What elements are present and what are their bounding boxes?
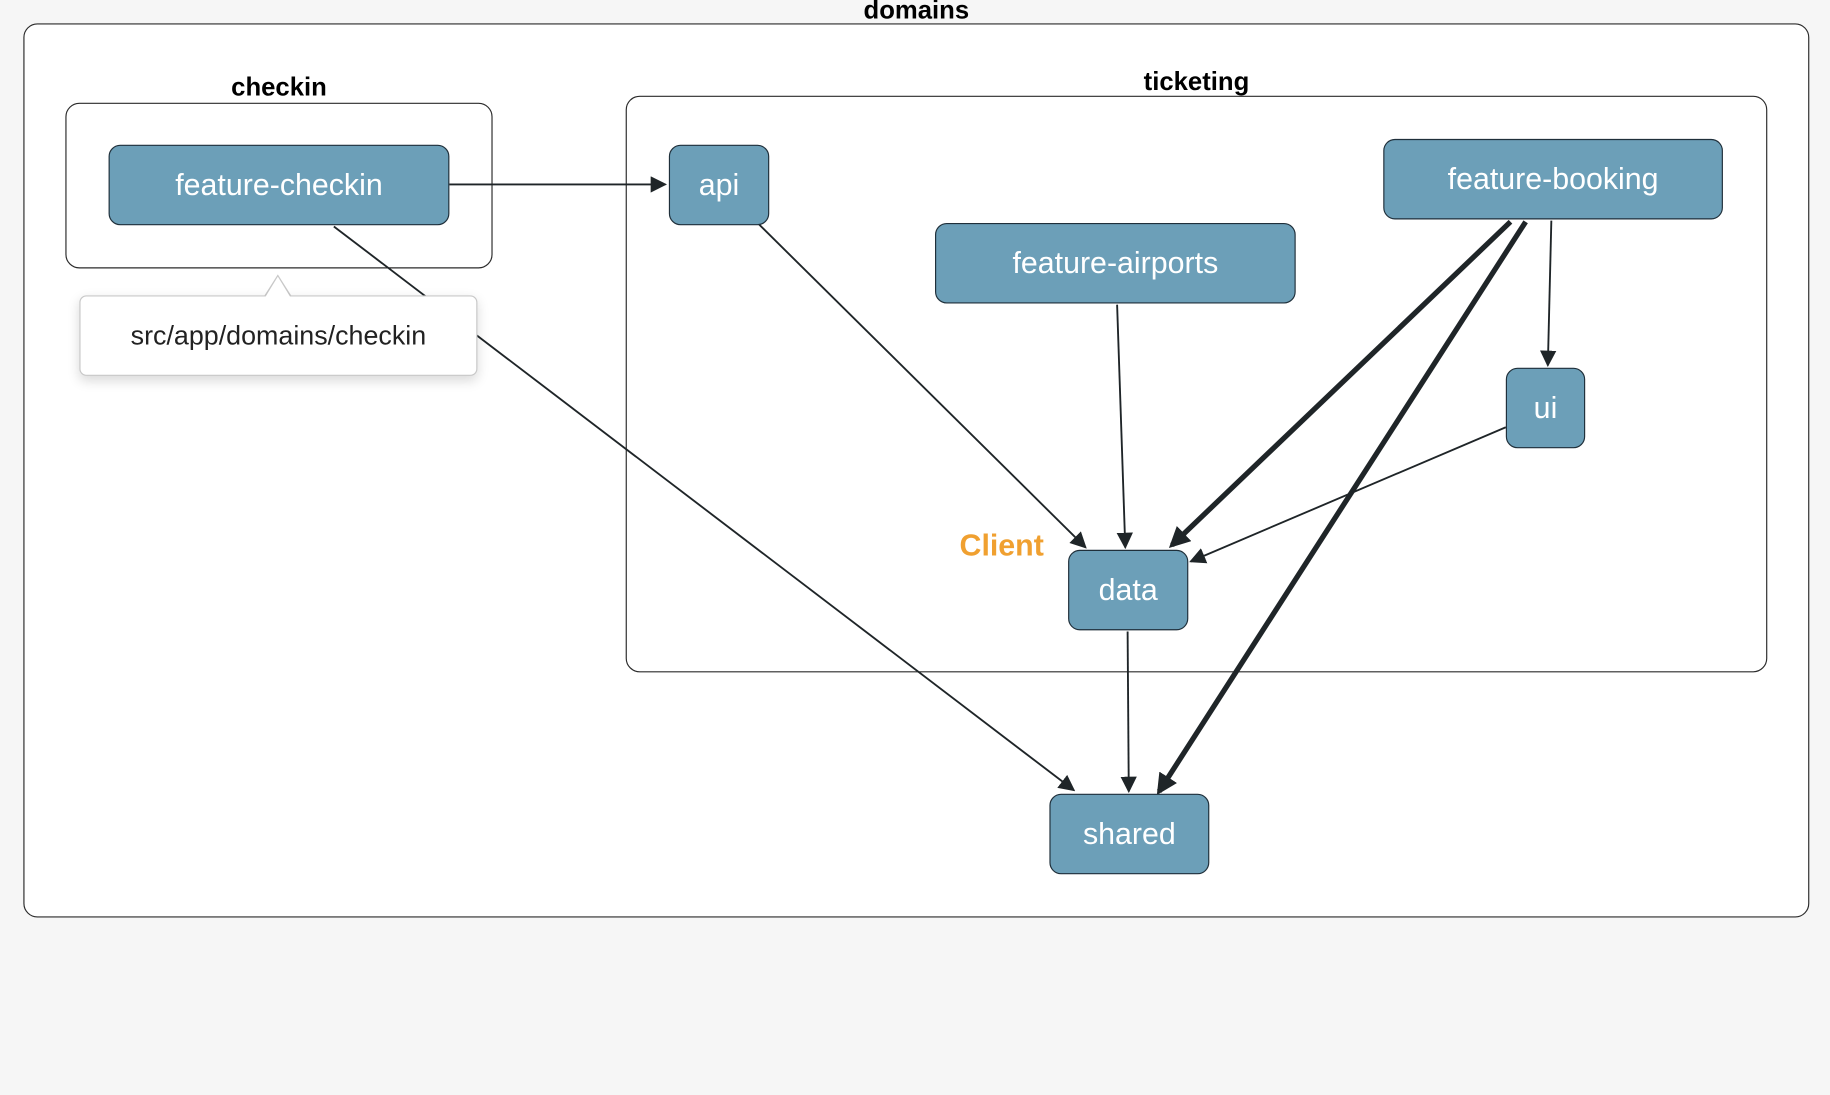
- node-shared[interactable]: shared: [1049, 793, 1210, 875]
- edge-ui-to-data: [1189, 426, 1507, 564]
- node-feature-airports[interactable]: feature-airports: [935, 222, 1296, 304]
- edge-booking-to-ui: [1540, 220, 1557, 367]
- group-ticketing-title: ticketing: [1143, 66, 1250, 96]
- node-api[interactable]: api: [668, 144, 770, 226]
- edge-booking-to-data: [1168, 219, 1513, 549]
- edge-airports-to-data: [1116, 304, 1133, 550]
- edge-data-to-shared: [1120, 631, 1137, 794]
- tooltip-pointer-fill: [264, 276, 291, 298]
- path-tooltip: src/app/domains/checkin: [79, 295, 478, 376]
- edge-api-to-data: [758, 223, 1087, 549]
- node-data[interactable]: data: [1068, 549, 1189, 631]
- node-feature-booking[interactable]: feature-booking: [1383, 138, 1723, 220]
- group-checkin-title: checkin: [231, 72, 327, 102]
- node-ui[interactable]: ui: [1505, 367, 1586, 449]
- node-feature-checkin[interactable]: feature-checkin: [108, 144, 450, 226]
- edge-booking-to-shared: [1156, 220, 1528, 795]
- group-domains-title: domains: [863, 0, 970, 25]
- annotation-client: Client: [959, 527, 1044, 563]
